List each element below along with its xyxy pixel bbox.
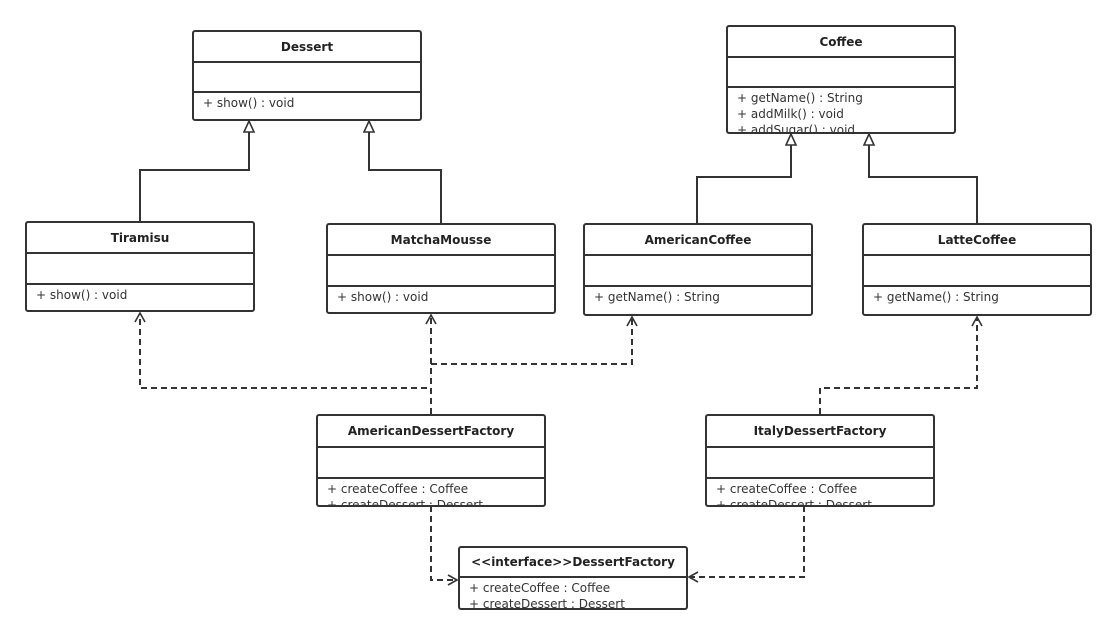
class-american-coffee[interactable]: AmericanCoffee + getName() : String [583,223,813,316]
inherit-tiramisu-dessert [139,121,249,221]
implements-american-factory [430,506,459,586]
methods-section: + getName() : String + addMilk() : void + … [728,88,954,134]
inherit-latte-coffee [869,134,978,223]
implements-italy-factory [687,506,805,583]
class-italy-factory[interactable]: ItalyDessertFactory + createCoffee : Coff… [705,414,935,507]
methods-section: + createCoffee : Coffee + createDessert :… [318,479,544,507]
attributes-section [707,448,933,479]
method: + createCoffee : Coffee [716,482,858,496]
methods-section: + show() : void [328,287,554,305]
methods-section: + show() : void [27,285,253,303]
class-name: AmericanCoffee [585,225,811,256]
methods-section: + getName() : String [864,287,1090,305]
method: + createDessert : Dessert [716,498,872,507]
class-name: Coffee [728,27,954,58]
methods-section: + createCoffee : Coffee + createDessert :… [707,479,933,507]
depends-american-factory-coffee [431,315,638,365]
method: + createDessert : Dessert [469,597,625,610]
attributes-section [194,63,420,93]
methods-section: + show() : void [194,93,420,111]
class-name: LatteCoffee [864,225,1090,256]
class-name: Dessert [194,32,420,63]
method: + show() : void [337,290,429,304]
class-name: <<interface>>DessertFactory [460,548,686,578]
inherit-american-coffee [696,134,791,223]
method: + addMilk() : void [737,107,844,121]
method: + createCoffee : Coffee [469,581,611,595]
methods-section: + createCoffee : Coffee + createDessert :… [460,578,686,610]
class-name: AmericanDessertFactory [318,416,544,448]
method: + show() : void [203,96,295,110]
class-name: ItalyDessertFactory [707,416,933,448]
method: + createCoffee : Coffee [327,482,469,496]
methods-section: + getName() : String [585,287,811,305]
inherit-matcha-dessert [369,121,442,223]
attributes-section [328,256,554,287]
method: + getName() : String [594,290,720,304]
class-name: Tiramisu [27,223,253,254]
attributes-section [728,58,954,88]
class-dessert[interactable]: Dessert + show() : void [192,30,422,121]
class-name: MatchaMousse [328,225,554,256]
attributes-section [585,256,811,287]
attributes-section [864,256,1090,287]
method: + getName() : String [737,91,863,105]
method: + addSugar() : void [737,123,856,134]
class-dessert-factory[interactable]: <<interface>>DessertFactory+ createCoffe… [458,546,688,610]
class-tiramisu[interactable]: Tiramisu + show() : void [25,221,255,312]
method: + createDessert : Dessert [327,498,483,507]
attributes-section [318,448,544,479]
class-latte[interactable]: LatteCoffee + getName() : String [862,223,1092,316]
depends-italy-factory-latte [819,315,983,414]
attributes-section [27,254,253,285]
class-matcha[interactable]: MatchaMousse + show() : void [326,223,556,314]
depends-american-factory-tiramisu [134,311,432,414]
class-american-factory[interactable]: AmericanDessertFactory + createCoffee : C… [316,414,546,507]
method: + getName() : String [873,290,999,304]
method: + show() : void [36,288,128,302]
class-coffee[interactable]: Coffee + getName() : String + addMilk() : … [726,25,956,134]
